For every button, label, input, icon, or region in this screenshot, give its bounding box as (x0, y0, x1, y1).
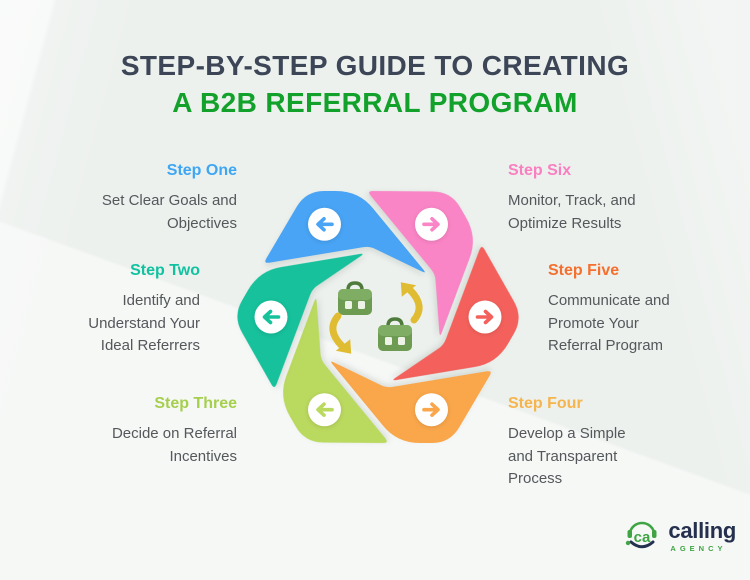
step-five-label: Step Five (548, 262, 620, 279)
arrow-badge-step-four (415, 393, 448, 427)
right-arrow-icon (475, 309, 494, 325)
step-five-block: Step Five Communicate and Promote Your R… (548, 261, 728, 358)
arrow-badge-step-three (308, 393, 341, 427)
logo-text: calling AGENCY (668, 517, 736, 553)
step-three-label: Step Three (154, 395, 237, 412)
mic-icon (626, 540, 631, 546)
right-arrow-icon (422, 217, 440, 232)
headset-icon (629, 521, 656, 533)
swap-arrow-icon (329, 312, 352, 354)
arrow-badge-step-two (254, 300, 288, 334)
step-four-text: Develop a Simple and Transparent Process (508, 425, 626, 487)
step-one-label: Step One (166, 162, 237, 179)
smile-icon (629, 540, 655, 549)
step-six-block: Step Six Monitor, Track, and Optimize Re… (508, 161, 688, 235)
step-five-text: Communicate and Promote Your Referral Pr… (548, 292, 670, 354)
step-four-label: Step Four (508, 395, 583, 412)
hexagon-cycle-diagram (237, 190, 519, 444)
calling-agency-logo: ca calling AGENCY (623, 518, 736, 554)
step-two-label: Step Two (130, 262, 200, 279)
briefcase-icon (378, 317, 412, 351)
briefcase-exchange-icon (329, 281, 423, 354)
swap-arrow-icon (400, 282, 423, 324)
segment-step-one (265, 191, 425, 273)
logo-ca-monogram: ca (634, 529, 651, 546)
step-two-text: Identify and Understand Your Ideal Refer… (88, 292, 200, 354)
logo-brand-text: calling (668, 517, 736, 543)
step-two-block: Step Two Identify and Understand Your Id… (20, 261, 200, 358)
segment-step-five (393, 247, 519, 381)
arrow-badge-step-six (415, 207, 448, 241)
step-six-label: Step Six (508, 162, 572, 179)
right-arrow-icon (422, 402, 440, 417)
segment-step-two (237, 253, 363, 387)
calling-agency-logo-icon: ca (626, 521, 657, 549)
left-arrow-icon (316, 402, 334, 417)
step-three-text: Decide on Referral Incentives (111, 425, 237, 465)
step-six-text: Monitor, Track, and Optimize Results (508, 192, 636, 232)
step-one-block: Step One Set Clear Goals and Objectives (57, 161, 237, 235)
step-four-block: Step Four Develop a Simple and Transpare… (508, 394, 688, 491)
segment-step-four (331, 361, 491, 443)
logo-sub-text: AGENCY (670, 543, 727, 553)
title-line-2: A B2B REFERRAL PROGRAM (172, 87, 578, 118)
briefcase-icon (338, 281, 372, 315)
arrow-badge-step-one (308, 207, 341, 241)
page-title: STEP-BY-STEP GUIDE TO CREATING A B2B REF… (0, 49, 750, 120)
title-line-1: STEP-BY-STEP GUIDE TO CREATING (120, 50, 630, 81)
left-arrow-icon (262, 309, 281, 325)
step-one-text: Set Clear Goals and Objectives (101, 192, 237, 232)
step-three-block: Step Three Decide on Referral Incentives (57, 394, 237, 468)
arrow-badge-step-five (468, 300, 502, 334)
left-arrow-icon (316, 217, 334, 232)
